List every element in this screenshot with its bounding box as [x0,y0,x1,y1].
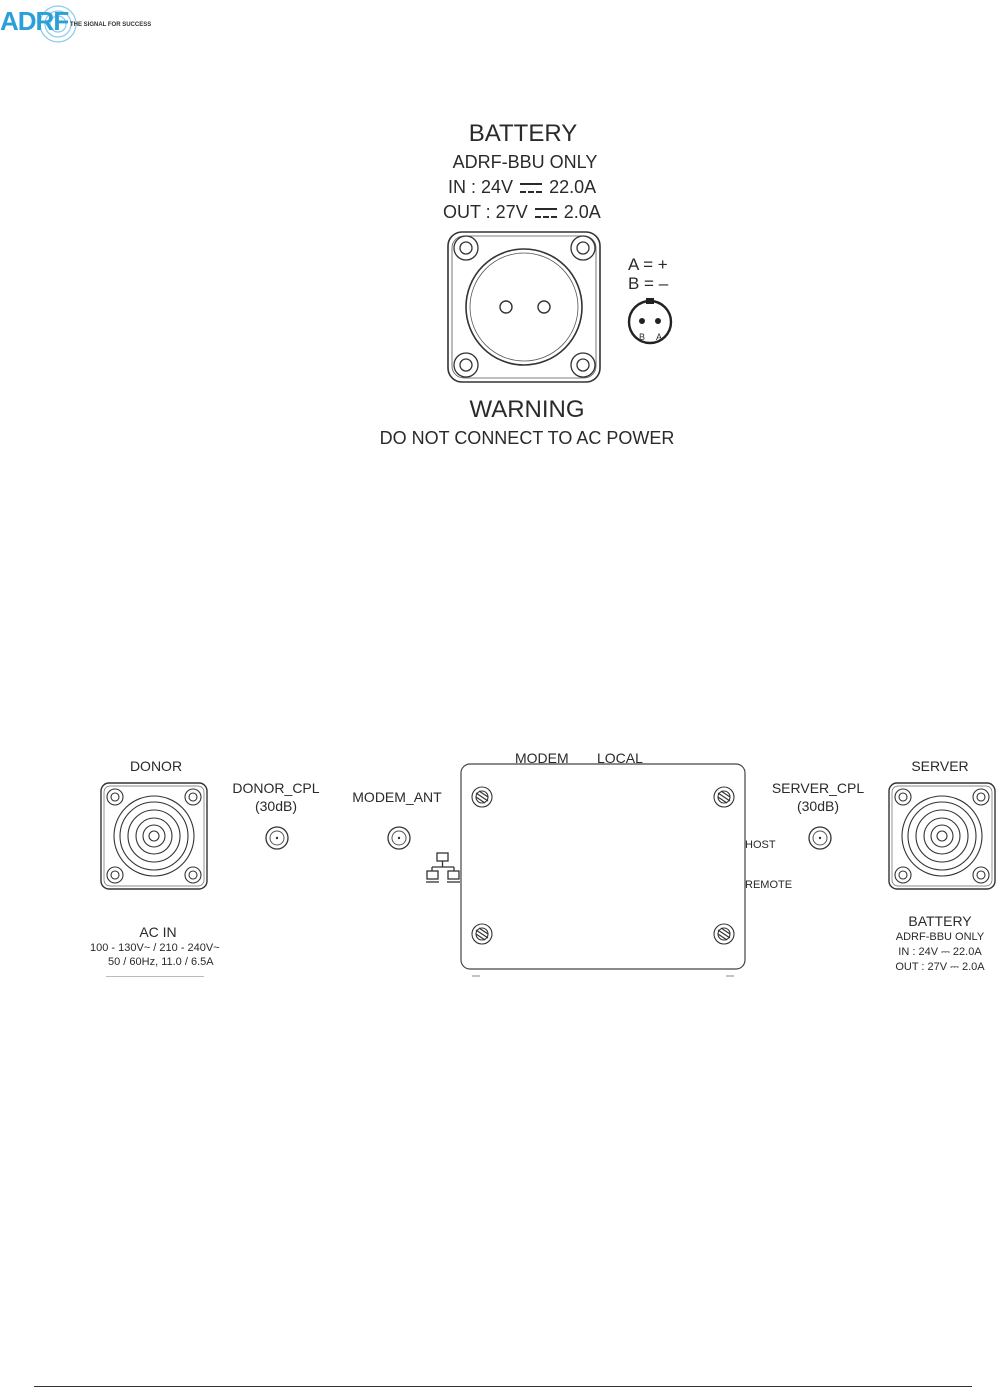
modem-ant-label: MODEM_ANT [352,789,442,805]
battery-title: BATTERY [468,120,578,147]
battery-out-value: 2.0A [563,202,601,222]
ac-in-frequency: 50 / 60Hz, 11.0 / 6.5A [108,956,214,968]
battery-out-label: OUT : 27V [443,202,528,222]
server-cpl-db: (30dB) [796,798,840,814]
warning-text: DO NOT CONNECT TO AC POWER [379,428,675,448]
ac-in-voltage: 100 - 130V~ / 210 - 240V~ [90,942,220,954]
donor-connector-icon [100,782,208,890]
donor-cpl-db: (30dB) [254,798,298,814]
battery-bbu-only: ADRF-BBU ONLY [452,152,598,172]
host-label: HOST [745,839,776,851]
modem-ant-port-icon [387,826,411,850]
dc-symbol-icon [534,208,557,219]
server-label: SERVER [911,758,969,774]
modem-module-plate [460,763,746,977]
server-connector-icon [888,782,996,890]
battery-in-rating: IN : 24V 22.0A [448,177,596,198]
footer-rule [34,1386,972,1387]
pin-a-letter: A [656,332,663,342]
logo-text: ADRF [0,6,69,36]
logo-mark-icon [39,5,77,43]
warning-title: WARNING [469,396,585,423]
donor-cpl-label: DONOR_CPL [232,780,320,796]
server-cpl-port-icon [808,826,832,850]
battery-label-small: BATTERY [908,913,972,929]
battery-out-rating: OUT : 27V 2.0A [443,202,601,223]
brand-logo: ADRF THE SIGNAL FOR SUCCESS [0,2,180,52]
network-icon [426,852,460,883]
battery-out-small: OUT : 27V ⎓ 2.0A [895,961,985,973]
battery-in-label: IN : 24V [448,177,514,197]
donor-label: DONOR [129,758,183,774]
logo-tagline: THE SIGNAL FOR SUCCESS [70,22,152,28]
battery-in-small: IN : 24V ⎓ 22.0A [898,946,982,958]
modem-label: MODEM [515,750,569,766]
pin-a-legend: A = + [628,255,668,274]
dc-symbol-icon [520,183,543,194]
ac-in-divider [106,976,204,977]
battery-connector-icon [447,231,601,383]
local-label: LOCAL [597,750,643,766]
battery-bbu-small: ADRF-BBU ONLY [895,931,985,943]
pin-b-legend: B = – [628,274,669,293]
battery-in-value: 22.0A [549,177,597,197]
pin-diagram-icon [627,298,673,345]
remote-label: REMOTE [745,879,793,891]
ac-in-label: AC IN [139,924,177,940]
pin-b-letter: B [639,332,646,342]
server-cpl-label: SERVER_CPL [771,780,865,796]
donor-cpl-port-icon [265,826,289,850]
